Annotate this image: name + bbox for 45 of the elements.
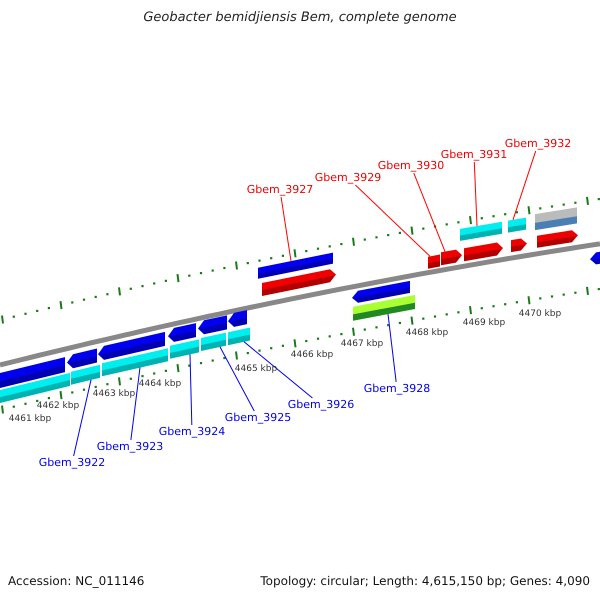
leader-line bbox=[354, 184, 430, 257]
gene-label: Gbem_3929 bbox=[314, 172, 382, 184]
gene-label: Gbem_3926 bbox=[288, 398, 354, 412]
scale-label: 4465 kbp bbox=[234, 365, 278, 375]
leader-line bbox=[244, 341, 313, 398]
leader-line bbox=[190, 354, 192, 426]
gene-bar bbox=[508, 218, 526, 233]
leader-line bbox=[130, 367, 140, 440]
gene-label: Gbem_3931 bbox=[440, 148, 508, 162]
genome-summary-text: Topology: circular; Length: 4,615,150 bp; Genes: 4,090 bbox=[260, 574, 590, 588]
gene-bar bbox=[102, 348, 168, 376]
gene-label: Gbem_3924 bbox=[158, 426, 226, 438]
leader-line bbox=[280, 196, 292, 262]
gene-label: Gbem_3923 bbox=[96, 440, 164, 454]
leader-line bbox=[220, 346, 255, 412]
leader-line bbox=[413, 172, 446, 252]
diagram-title: Geobacter bemidjiensis Bem, complete genome bbox=[143, 10, 457, 26]
scale-label: 4467 kbp bbox=[340, 340, 384, 350]
scale-label: 4466 kbp bbox=[290, 351, 334, 361]
gene-bar bbox=[71, 364, 100, 385]
leader-line bbox=[512, 150, 536, 220]
gene-block bbox=[441, 250, 462, 266]
gene-label: Gbem_3922 bbox=[38, 456, 106, 470]
scale-label: 4463 kbp bbox=[92, 390, 136, 400]
gene-label: Gbem_3927 bbox=[246, 184, 314, 196]
gene-bar bbox=[353, 295, 415, 321]
gene-label: Gbem_3932 bbox=[504, 138, 572, 150]
gene-bar bbox=[228, 328, 250, 346]
gene-label: Gbem_3928 bbox=[364, 382, 430, 396]
scale-label: 4464 kbp bbox=[138, 380, 182, 390]
scale-label: 4468 kbp bbox=[406, 329, 448, 339]
scale-label: 4462 kbp bbox=[36, 402, 80, 412]
gene-label: Gbem_3930 bbox=[378, 160, 444, 172]
gene-bar bbox=[201, 332, 226, 351]
leader-line bbox=[388, 314, 397, 382]
scale-label: 4461 kbp bbox=[8, 415, 52, 425]
gene-label: Gbem_3925 bbox=[224, 412, 292, 424]
scale-label: 4470 kbp bbox=[518, 310, 562, 320]
gene-bar bbox=[170, 339, 199, 359]
scale-label: 4469 kbp bbox=[462, 319, 506, 329]
gene-bar bbox=[428, 254, 440, 269]
gene-bar bbox=[460, 222, 502, 241]
leader-line bbox=[474, 162, 478, 226]
accession-text: Accession: NC_011146 bbox=[8, 574, 144, 588]
gene-bar bbox=[258, 252, 333, 279]
